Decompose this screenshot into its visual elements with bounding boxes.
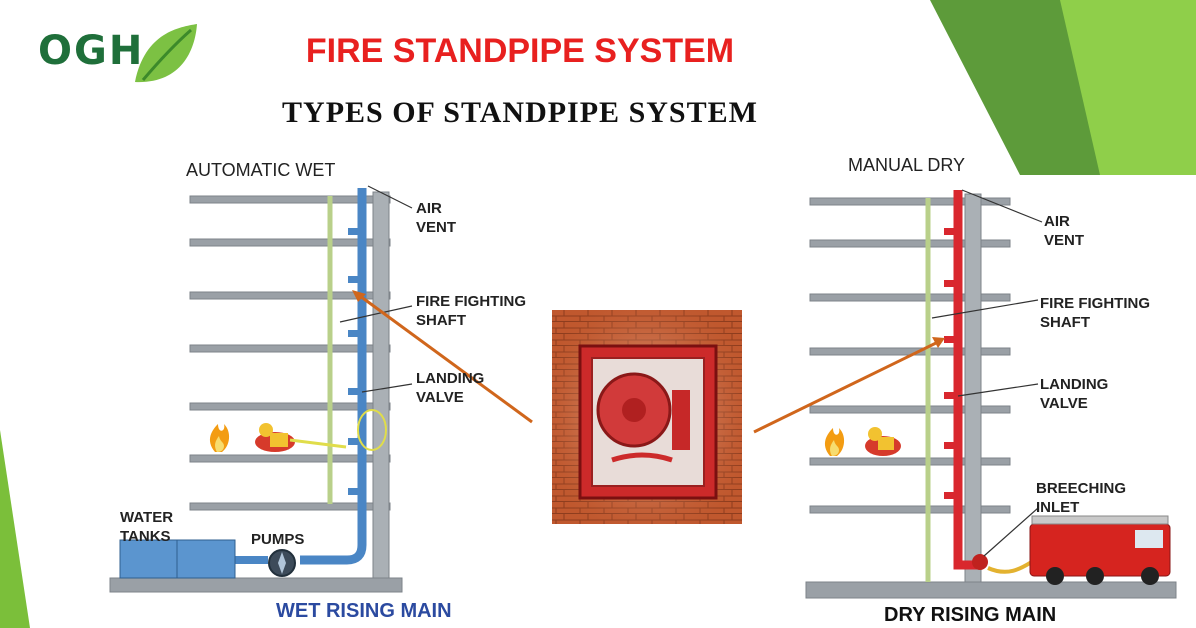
leaf-icon [135, 24, 197, 83]
firefighter-icon [255, 423, 295, 452]
breeching-inlet-icon [972, 554, 988, 570]
dry-wall [964, 193, 982, 583]
wet-arrow [359, 294, 533, 424]
wet-landing-valves [348, 228, 358, 495]
pump-icon [268, 549, 296, 577]
page-title: FIRE STANDPIPE SYSTEM [305, 32, 735, 70]
dry-ground-slab [805, 581, 1177, 599]
logo-text: OGH [38, 28, 145, 74]
wet-heading: AUTOMATIC WET [186, 160, 336, 180]
pumps-label: PUMPS [251, 531, 305, 548]
dry-fire-icon [824, 428, 845, 456]
logo: OGH [30, 20, 200, 100]
wet-wall [372, 191, 390, 579]
dry-arrow [753, 341, 937, 434]
hose-reel-cabinet-image [552, 310, 742, 524]
dry-caption: DRY RISING MAIN [884, 604, 1057, 626]
wet-ground-slab [109, 577, 403, 593]
wet-rising-main-diagram [109, 185, 533, 593]
dry-rising-main-diagram [753, 189, 1177, 599]
wet-riser-pipe [300, 188, 367, 565]
wet-caption: WET RISING MAIN [276, 600, 452, 622]
dry-heading: MANUAL DRY [848, 155, 966, 175]
dry-firefighter-icon [865, 427, 901, 456]
page-subtitle: TYPES OF STANDPIPE SYSTEM [282, 96, 758, 129]
dry-landing-valves [944, 228, 954, 499]
fire-icon [209, 424, 230, 452]
fire-truck-icon [1029, 515, 1171, 585]
wet-floor-slabs [189, 195, 391, 511]
